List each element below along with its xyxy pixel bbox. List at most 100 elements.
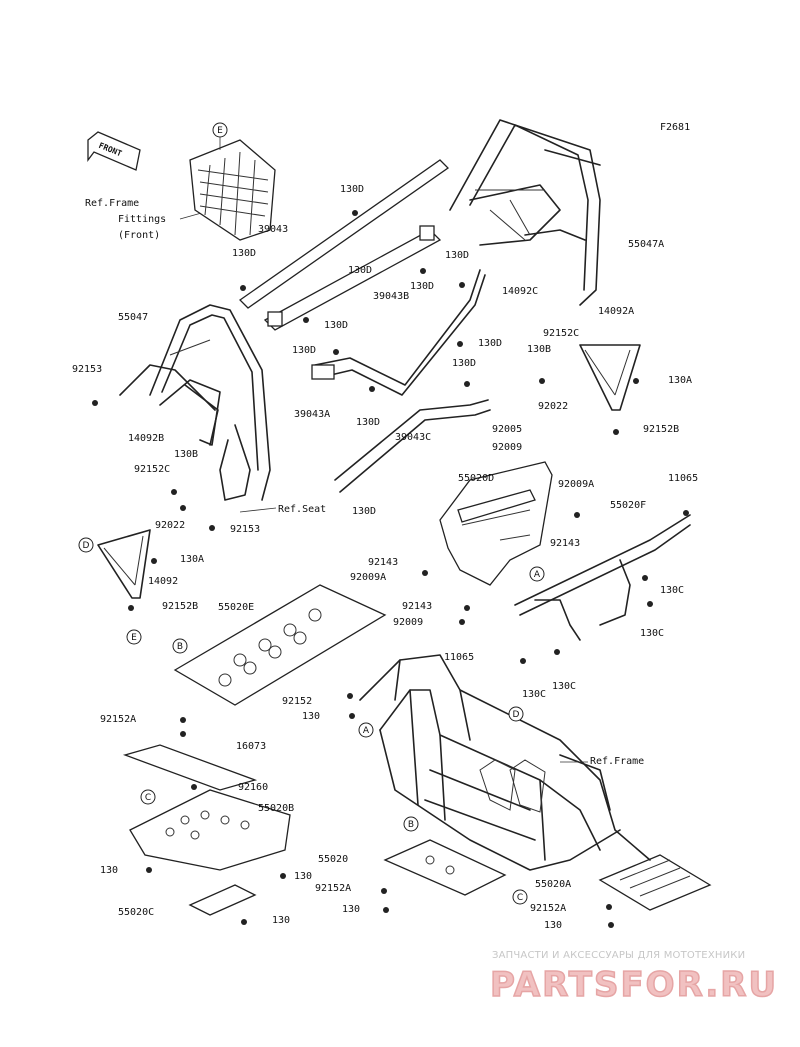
fastener-marker-2 [420,268,426,274]
callout-e-left: E [131,633,137,643]
bracket-14092a [579,344,641,411]
part-label-12: 130D [324,320,348,331]
ref-frame-label: Ref.Frame [590,756,644,767]
fastener-marker-5 [333,349,339,355]
fastener-marker-12 [92,400,98,406]
plate-55020 [383,839,507,896]
callout-b-frame: B [408,820,414,830]
part-label-2: 130D [232,248,256,259]
part-label-26: 92009 [492,442,522,453]
callout-d-frame: D [513,710,520,720]
part-label-56: 55020B [258,803,294,814]
callout-a-frame: A [363,726,370,736]
fastener-marker-21 [574,512,580,518]
part-label-61: 130 [342,904,360,915]
fastener-marker-4 [303,317,309,323]
part-label-19: 130A [668,375,692,386]
callout-e-top: E [217,126,223,136]
strip-16073 [122,744,258,791]
part-label-10: 130D [292,345,316,356]
part-label-21: 92022 [538,401,568,412]
plate-55020a [598,854,712,911]
part-label-66: 130 [272,915,290,926]
fastener-marker-36 [383,907,389,913]
fastener-marker-32 [280,873,286,879]
bar-39043 [238,159,450,309]
fastener-marker-0 [352,210,358,216]
fastener-marker-1 [240,285,246,291]
part-label-5: 130D [348,265,372,276]
part-label-57: 130 [100,865,118,876]
fastener-marker-13 [171,489,177,495]
fastener-marker-19 [464,605,470,611]
fastener-marker-28 [349,713,355,719]
part-label-24: 39043C [395,432,431,443]
part-label-22: 14092B [128,433,164,444]
callout-c-frame: C [517,893,523,903]
part-label-23: 92005 [492,424,522,435]
bar-39043c [334,399,491,493]
part-label-7: 130D [410,281,434,292]
fastener-marker-30 [180,731,186,737]
ref-frame-fittings-line1: Ref.Frame [85,198,139,209]
ref-frame-fittings-line2: Fittings [118,214,166,225]
fastener-marker-23 [642,575,648,581]
bar-39043b [263,225,442,331]
part-label-34: 92022 [155,520,185,531]
part-label-1: 39043 [258,224,288,235]
part-label-42: 130C [660,585,684,596]
ref-seat-label: Ref.Seat [278,504,326,515]
part-label-25: 92152B [643,424,679,435]
part-label-45: 92143 [402,601,432,612]
part-label-37: 92143 [550,538,580,549]
fastener-marker-22 [683,510,689,516]
watermark-tagline: ЗАПЧАСТИ И АКСЕССУАРЫ ДЛЯ МОТОТЕХНИКИ [492,950,746,961]
part-label-30: 130D [352,506,376,517]
callout-b-left: B [177,642,183,652]
fastener-marker-7 [457,341,463,347]
part-label-49: 130C [522,689,546,700]
part-label-9: 55047 [118,312,148,323]
part-label-51: 92152 [282,696,312,707]
fastener-marker-8 [464,381,470,387]
fastener-marker-34 [146,867,152,873]
part-label-60: 92152A [315,883,351,894]
part-label-38: 130A [180,554,204,565]
bar-39043a [311,269,486,396]
callout-c-left: C [145,793,151,803]
part-label-4: 130D [445,250,469,261]
fastener-marker-14 [180,505,186,511]
part-label-11: 130D [478,338,502,349]
fastener-marker-26 [554,649,560,655]
part-label-47: 130C [640,628,664,639]
part-label-41: 14092 [148,576,178,587]
part-label-48: 11065 [444,652,474,663]
part-label-52: 92152A [100,714,136,725]
fastener-marker-17 [209,525,215,531]
bar-55020f [514,514,691,641]
part-label-27: 130B [174,449,198,460]
part-label-13: 14092A [598,306,634,317]
fastener-marker-38 [608,922,614,928]
part-label-44: 55020E [218,602,254,613]
fastener-marker-24 [647,601,653,607]
fastener-marker-3 [459,282,465,288]
figure-code: F2681 [660,122,690,133]
fastener-marker-11 [613,429,619,435]
fastener-marker-29 [180,717,186,723]
part-label-59: 55020 [318,854,348,865]
part-label-46: 92009 [393,617,423,628]
part-label-15: 130B [527,344,551,355]
part-label-8: 14092C [502,286,538,297]
fastener-marker-6 [369,386,375,392]
plate-55020b [129,789,291,871]
part-label-39: 92143 [368,557,398,568]
fastener-marker-16 [128,605,134,611]
part-label-65: 55020C [118,907,154,918]
fastener-marker-15 [151,558,157,564]
plate-55020c [188,884,257,916]
part-label-40: 92009A [350,572,386,583]
fastener-marker-9 [539,378,545,384]
